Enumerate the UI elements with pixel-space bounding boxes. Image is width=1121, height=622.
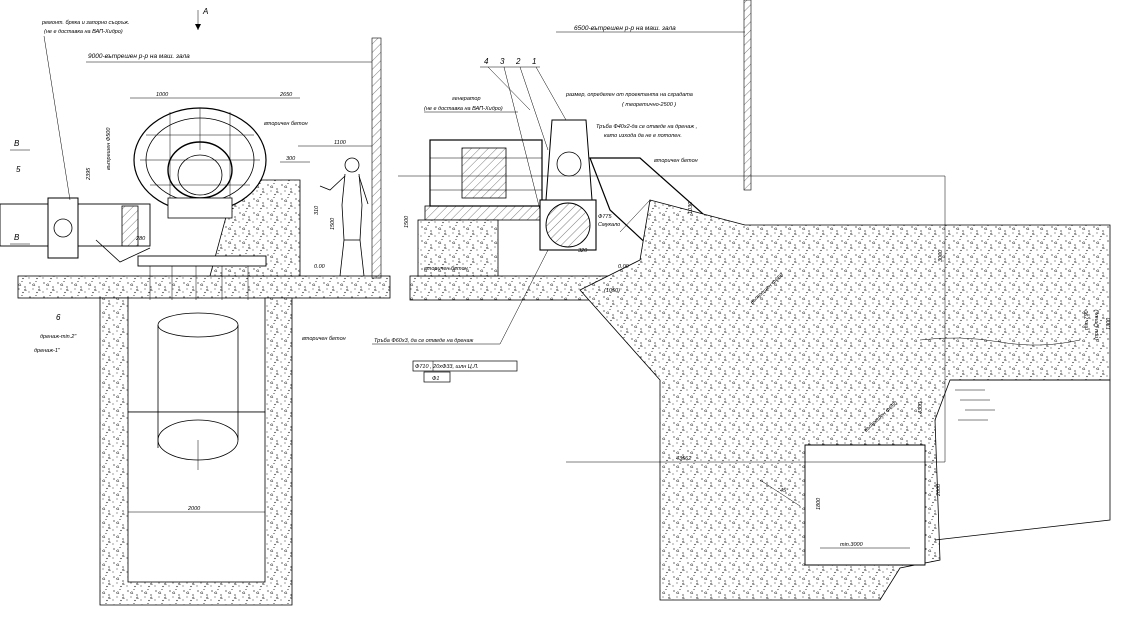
anchor-bolts-left — [149, 266, 249, 300]
drain-min-label: дренаж-min.2" — [40, 334, 77, 340]
d775: Ф775 — [598, 214, 612, 220]
spec-box-sub: Ф1 — [432, 376, 439, 382]
generator-label: генератор — [452, 96, 481, 102]
pipe-60-label: Тръба Ф60х3, да се отведе на дренаж — [374, 338, 474, 344]
q-max: (при Qmax.) — [1094, 309, 1100, 340]
part-4: 4 — [484, 57, 489, 66]
level-000-left: 0.00 — [314, 264, 326, 270]
dim-2800: 2800 — [936, 483, 942, 497]
dim-min3000: min.3000 — [840, 542, 864, 548]
callout-6: 6 — [56, 313, 61, 322]
dim-4300: 4300 — [918, 401, 924, 414]
flange-left — [121, 205, 139, 247]
secondary-concrete-label-1: вторичен бетон — [264, 121, 308, 127]
part-1: 1 — [532, 57, 536, 66]
size-note-value: ( теоретично-2500 ) — [622, 102, 676, 108]
dim-1000: 1000 — [156, 92, 169, 98]
inlet-valve-body — [47, 197, 79, 259]
wall-left-hall — [371, 37, 382, 279]
pipe-note-1: Тръба Ф40х2-да се отведе на дренаж , — [596, 124, 697, 130]
dim-45: 45° — [780, 488, 789, 494]
section-b-bottom: В — [14, 233, 20, 242]
dim-280: 280 — [135, 236, 146, 242]
dim-1500: 1500 — [330, 217, 336, 230]
draft-tube-top — [157, 312, 239, 338]
inner-d500: вътрешен Ф500 — [106, 127, 112, 170]
dim-300: 300 — [286, 156, 296, 162]
dim-1100: 1100 — [334, 140, 347, 146]
dim-2000: 2000 — [187, 506, 201, 512]
valve-wheel — [53, 218, 73, 238]
secondary-concrete-label-4: вторичен бетон — [424, 266, 468, 272]
spec-box — [412, 360, 518, 372]
section-arrow-a: A — [202, 7, 208, 16]
outlet-channel — [804, 444, 926, 566]
dim-2650: 2650 — [279, 92, 293, 98]
floor-slab-left — [17, 275, 391, 299]
dim-1300: 1300 — [1106, 317, 1112, 330]
spiral-casing — [133, 107, 267, 219]
repair-valve-note: (не е доставка на ВАП-Хидро) — [44, 29, 123, 35]
secondary-concrete-label-2: вторичен бетон — [302, 336, 346, 342]
hall-width-right: 6500-вътрешен р-р на маш. зала — [574, 25, 676, 32]
wall-right-hall — [743, 0, 752, 191]
part-2: 2 — [515, 57, 521, 66]
dim-3000: 3000 — [938, 249, 944, 262]
pit-inner — [127, 411, 266, 583]
dim-1050: (1050) — [604, 288, 620, 294]
tailrace-boundary — [934, 379, 1111, 541]
drain-pipe — [95, 239, 151, 263]
generator-base — [424, 205, 556, 221]
turbine-runner — [545, 202, 591, 248]
section-b-top: В — [14, 139, 20, 148]
person-scale-figure — [319, 157, 369, 277]
part-3: 3 — [500, 57, 505, 66]
dim-43562: 43562 — [676, 456, 691, 462]
vertical-pipe — [545, 119, 593, 201]
draft-tube-walls — [157, 325, 239, 440]
repair-valve-label: ремонт. бряка и запорно съоръж. — [41, 20, 129, 26]
secondary-concrete-label-3: вторичен бетон — [654, 158, 698, 164]
dim-1030: 1030 — [688, 201, 694, 214]
spec-box-text: Ф710 , 20хФ33, шлн Ц.Л. — [415, 364, 479, 370]
base-frame-left — [137, 255, 267, 267]
dim-310: 310 — [314, 205, 320, 215]
dim-1500b: 1500 — [404, 215, 410, 228]
size-note: размер, определен от проектанта на сград… — [565, 92, 693, 98]
dim-1800: 1800 — [816, 497, 822, 510]
hall-width-left: 9000-вътрешен р-р на маш. зала — [88, 53, 190, 60]
right-view: 6500-вътрешен р-р на маш. зала 4 3 2 1 г… — [372, 0, 1112, 601]
generator — [429, 139, 543, 207]
drain-1-label: дренаж-1" — [34, 348, 61, 354]
level-000-right: 0.00 — [618, 264, 630, 270]
pipe-note-2: като изхода да не е потопен. — [604, 133, 682, 139]
dim-320: 320 — [578, 248, 588, 254]
min-level: min.790 — [1084, 309, 1090, 330]
generator-note: (не е доставка на ВАП-Хидро) — [424, 106, 503, 112]
secondary-concrete-gen — [417, 219, 499, 277]
left-view: 2000 — [0, 7, 391, 606]
suction-label: Смукало — [598, 222, 620, 228]
callout-5: 5 — [16, 165, 21, 174]
dim-2395: 2395 — [86, 167, 92, 181]
